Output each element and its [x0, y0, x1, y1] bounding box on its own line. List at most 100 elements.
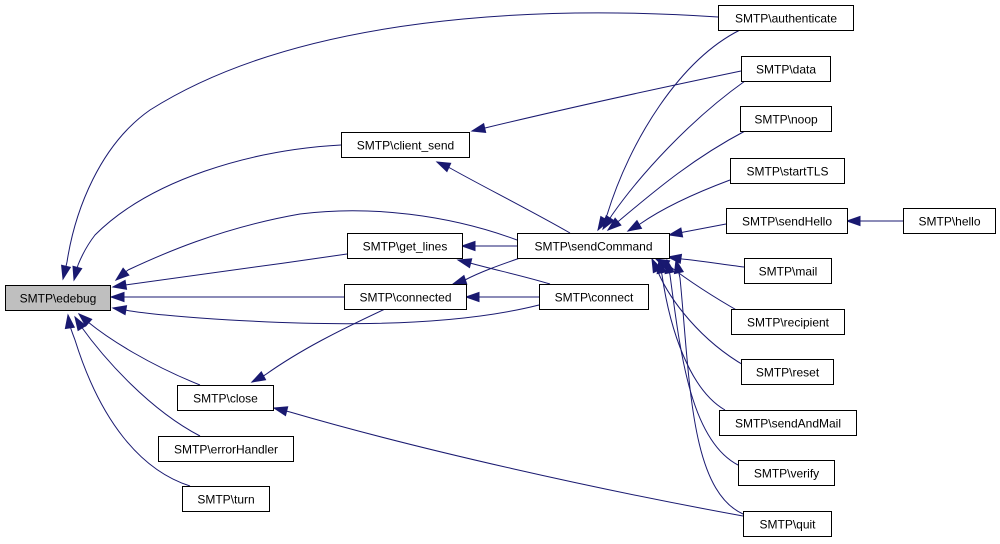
arrowhead: [61, 264, 72, 281]
edge-line: [127, 210, 518, 271]
arrowhead: [109, 291, 125, 303]
arrowhead: [656, 258, 667, 275]
node-sendCommand[interactable]: SMTP\sendCommand: [517, 233, 670, 259]
arrowhead: [272, 406, 289, 417]
node-label: SMTP\quit: [759, 518, 816, 532]
node-turn[interactable]: SMTP\turn: [182, 486, 270, 512]
node-box: [740, 106, 832, 132]
node-label: SMTP\mail: [759, 265, 818, 279]
edge-turn-to-edebug: [64, 313, 191, 487]
edge-line: [679, 277, 744, 515]
edge-quit-to-sendCommand: [673, 258, 744, 515]
node-client_send[interactable]: SMTP\client_send: [341, 132, 470, 158]
node-sendAndMail[interactable]: SMTP\sendAndMail: [719, 410, 857, 436]
node-edebug[interactable]: SMTP\edebug: [5, 285, 111, 311]
node-box: [903, 208, 996, 234]
edge-sendAndMail-to-sendCommand: [656, 258, 726, 411]
node-hello[interactable]: SMTP\hello: [903, 208, 996, 234]
node-label: SMTP\sendCommand: [534, 240, 652, 254]
node-box: [719, 410, 857, 436]
node-box: [539, 284, 649, 310]
node-label: SMTP\noop: [754, 113, 818, 127]
node-connected[interactable]: SMTP\connected: [344, 284, 467, 310]
node-connect[interactable]: SMTP\connect: [539, 284, 649, 310]
arrowhead: [435, 161, 452, 173]
node-label: SMTP\turn: [197, 493, 254, 507]
node-close[interactable]: SMTP\close: [177, 385, 274, 411]
edge-get_lines-to-edebug: [111, 253, 348, 290]
edge-line: [464, 257, 521, 281]
node-box: [158, 436, 294, 462]
edge-line: [124, 304, 540, 325]
node-errorHandler[interactable]: SMTP\errorHandler: [158, 436, 294, 462]
edge-line: [669, 274, 739, 466]
edge-data-to-sendCommand: [602, 80, 746, 231]
node-box: [743, 511, 832, 537]
node-label: SMTP\data: [756, 63, 816, 77]
edge-connected-to-close: [250, 308, 386, 383]
edge-line: [79, 324, 201, 437]
edge-line: [68, 321, 191, 487]
node-label: SMTP\sendHello: [742, 215, 832, 229]
edge-connected-to-edebug: [109, 291, 344, 303]
node-startTLS[interactable]: SMTP\startTLS: [730, 158, 845, 184]
edge-quit-to-close: [272, 406, 744, 517]
node-sendHello[interactable]: SMTP\sendHello: [726, 208, 848, 234]
node-label: SMTP\reset: [756, 366, 820, 380]
edge-data-to-client_send: [470, 70, 742, 134]
edge-sendCommand-to-connected: [451, 257, 521, 285]
edge-line: [66, 12, 719, 263]
node-noop[interactable]: SMTP\noop: [740, 106, 832, 132]
arrowhead: [250, 371, 267, 383]
edge-connect-to-edebug: [111, 304, 540, 325]
node-get_lines[interactable]: SMTP\get_lines: [347, 233, 463, 259]
node-label: SMTP\edebug: [20, 292, 97, 306]
node-mail[interactable]: SMTP\mail: [744, 258, 832, 284]
edge-line: [667, 264, 741, 313]
edge-client_send-to-edebug: [72, 144, 342, 282]
arrowhead: [666, 253, 683, 265]
edge-line: [606, 29, 741, 216]
edge-noop-to-sendCommand: [606, 130, 746, 231]
node-box: [738, 460, 835, 486]
edge-line: [681, 258, 745, 268]
edge-line: [77, 144, 342, 266]
node-verify[interactable]: SMTP\verify: [738, 460, 835, 486]
arrowhead: [451, 274, 468, 285]
arrowhead: [606, 217, 622, 231]
edge-mail-to-sendCommand: [666, 253, 745, 268]
edge-close-to-edebug: [77, 312, 201, 386]
node-recipient[interactable]: SMTP\recipient: [731, 309, 845, 335]
edge-line: [484, 70, 742, 129]
edge-line: [661, 274, 726, 411]
node-box: [741, 359, 834, 385]
arrowhead: [470, 122, 487, 134]
arrowhead: [77, 312, 93, 327]
node-box: [726, 208, 848, 234]
node-box: [730, 158, 845, 184]
edge-line: [683, 223, 727, 233]
node-authenticate[interactable]: SMTP\authenticate: [718, 5, 854, 31]
node-box: [5, 285, 111, 311]
node-box: [344, 284, 467, 310]
node-box: [347, 233, 463, 259]
edge-line: [449, 167, 571, 234]
node-label: SMTP\hello: [918, 215, 980, 229]
arrowhead: [664, 258, 675, 275]
node-box: [182, 486, 270, 512]
edge-line: [124, 253, 348, 286]
node-label: SMTP\get_lines: [363, 240, 448, 254]
node-quit[interactable]: SMTP\quit: [743, 511, 832, 537]
arrowhead: [111, 305, 128, 316]
node-box: [718, 5, 854, 31]
node-label: SMTP\authenticate: [735, 12, 837, 26]
node-label: SMTP\recipient: [747, 316, 830, 330]
edge-line: [264, 308, 386, 376]
node-data[interactable]: SMTP\data: [741, 56, 831, 82]
edge-line: [87, 321, 201, 386]
edge-errorHandler-to-edebug: [74, 315, 201, 437]
node-reset[interactable]: SMTP\reset: [741, 359, 834, 385]
node-box: [341, 132, 470, 158]
edge-connect-to-connected: [464, 291, 539, 303]
node-label: SMTP\close: [193, 392, 258, 406]
